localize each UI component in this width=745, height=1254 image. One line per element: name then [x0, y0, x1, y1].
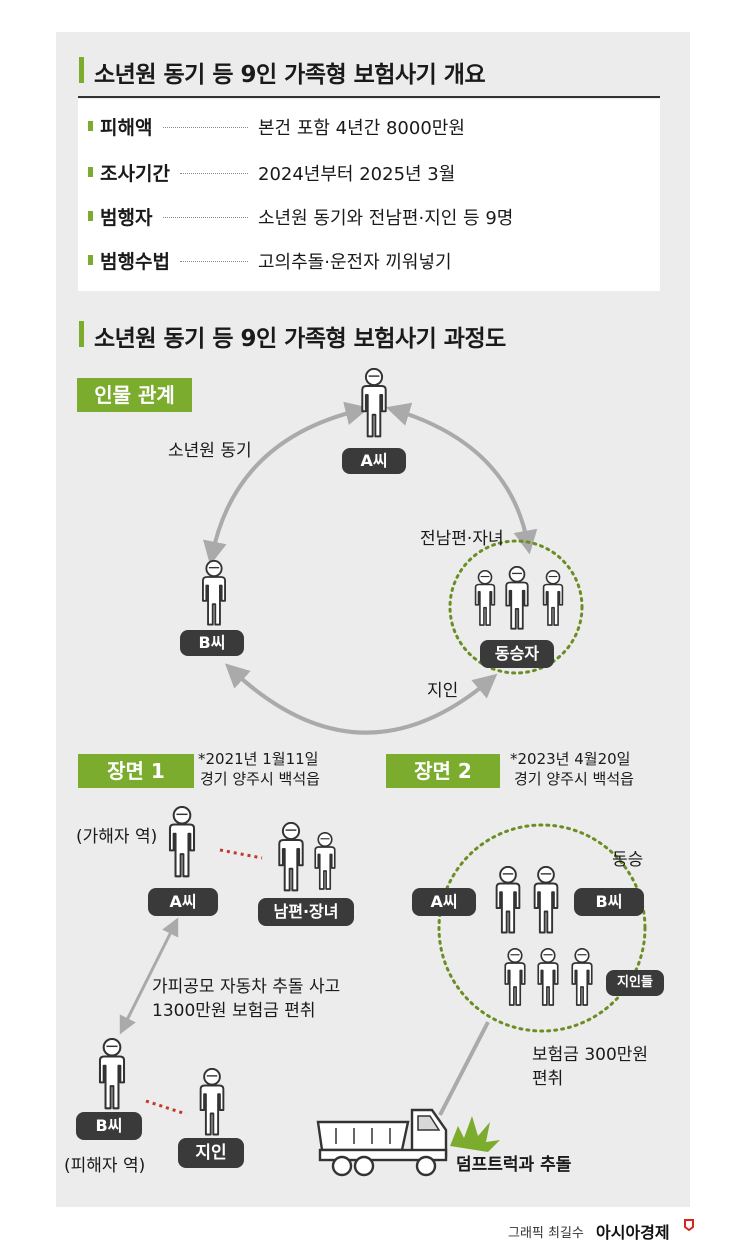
scene1-person-b-pill: B씨 [76, 1112, 142, 1140]
scene2-collision-line [438, 1021, 490, 1116]
scene1-dash-a-family [219, 848, 263, 860]
process-title-bar [79, 321, 84, 347]
scene1-figure-acquaintance [199, 1068, 225, 1136]
figure-passenger-1 [474, 570, 496, 626]
row-leader-dots [163, 127, 248, 128]
row-bullet [88, 121, 93, 131]
overview-row-period: 조사기간 2024년부터 2025년 3월 [78, 153, 660, 193]
relations-tag: 인물 관계 [77, 378, 192, 412]
relation-label-b-group: 지인 [427, 681, 459, 701]
overview-title: 소년원 동기 등 9인 가족형 보험사기 개요 [94, 62, 486, 88]
row-label: 조사기간 [100, 163, 170, 185]
scene1-figure-daughter [314, 832, 336, 890]
overview-row-damage: 피해액 본건 포함 4년간 8000만원 [78, 107, 660, 147]
scene1-role-b: (피해자 역) [64, 1156, 146, 1176]
scene1-figure-a [168, 806, 196, 878]
scene1-person-a-pill: A씨 [148, 888, 218, 916]
scene1-note-date: *2021년 1월11일 [198, 750, 319, 768]
row-leader-dots [163, 217, 248, 218]
overview-row-method: 범행수법 고의추돌·운전자 끼워넣기 [78, 241, 660, 281]
scene1-figure-b [98, 1038, 126, 1110]
figure-passenger-2 [505, 566, 529, 630]
scene1-acquaintance-pill: 지인 [178, 1138, 244, 1168]
scene2-circle [437, 823, 647, 1033]
scene1-family-pill: 남편·장녀 [258, 898, 354, 926]
brand-mark-icon [684, 1219, 694, 1231]
row-value: 소년원 동기와 전남편·지인 등 9명 [258, 208, 514, 229]
scene1-arrow-a-b [119, 917, 179, 1035]
scene2-note-place: 경기 양주시 백석읍 [514, 770, 634, 788]
row-bullet [88, 167, 93, 177]
scene2-tag: 장면 2 [386, 754, 500, 788]
scene2-person-b-pill: B씨 [574, 888, 644, 916]
overview-divider [78, 96, 660, 98]
dump-truck-icon [316, 1108, 448, 1177]
person-a-pill: A씨 [342, 448, 406, 474]
scene2-insurance-line1: 보험금 300만원 [532, 1045, 649, 1065]
scene2-note-date: *2023년 4월20일 [510, 750, 631, 768]
person-b-pill: B씨 [180, 630, 244, 656]
row-leader-dots [180, 261, 248, 262]
impact-burst-icon [450, 1116, 500, 1152]
graphic-credit: 그래픽 최길수 [508, 1226, 584, 1241]
scene2-collision-label: 덤프트럭과 추돌 [456, 1155, 572, 1175]
row-label: 범행수법 [100, 251, 170, 273]
scene1-accident-line2: 1300만원 보험금 편취 [152, 1001, 316, 1021]
overview-row-offenders: 범행자 소년원 동기와 전남편·지인 등 9명 [78, 197, 660, 237]
scene1-dash-b-acq [145, 1099, 187, 1116]
scene2-person-a-pill: A씨 [412, 888, 476, 916]
scene2-insurance-line2: 편취 [532, 1069, 564, 1089]
scene2-figure-1 [495, 866, 521, 934]
scene1-tag: 장면 1 [78, 754, 194, 788]
scene1-accident-line1: 가피공모 자동차 추돌 사고 [152, 977, 341, 997]
row-bullet [88, 211, 93, 221]
scene2-figure-4 [537, 948, 559, 1006]
row-label: 피해액 [100, 117, 153, 139]
passenger-circle [448, 539, 584, 675]
row-value: 고의추돌·운전자 끼워넣기 [258, 252, 452, 273]
arrow-b-to-group [224, 663, 498, 735]
row-label: 범행자 [100, 207, 153, 229]
scene1-role-a: (가해자 역) [76, 827, 158, 847]
row-value: 본건 포함 4년간 8000만원 [258, 118, 465, 139]
scene2-figure-2 [533, 866, 559, 934]
relation-label-ab: 소년원 동기 [168, 441, 252, 461]
overview-table: 피해액 본건 포함 4년간 8000만원 조사기간 2024년부터 2025년 … [78, 99, 660, 291]
process-title: 소년원 동기 등 9인 가족형 보험사기 과정도 [94, 326, 506, 352]
figure-b [201, 560, 227, 626]
scene2-figure-3 [504, 948, 526, 1006]
arrow-a-to-group [385, 402, 538, 555]
group-pill: 동승자 [480, 640, 554, 668]
row-leader-dots [180, 173, 248, 174]
figure-passenger-3 [542, 570, 564, 626]
row-value: 2024년부터 2025년 3월 [258, 164, 456, 185]
scene1-note-place: 경기 양주시 백석읍 [200, 770, 320, 788]
scene2-ride-label: 동승 [612, 850, 644, 870]
row-bullet [88, 255, 93, 265]
scene1-figure-husband [278, 822, 304, 892]
arrow-a-to-b [203, 401, 370, 566]
scene2-figure-5 [571, 948, 593, 1006]
brand-logo-text: 아시아경제 [596, 1223, 670, 1242]
scene2-acquaintances-pill: 지인들 [606, 970, 664, 996]
relation-label-a-group: 전남편·자녀 [420, 529, 504, 549]
overview-title-bar [79, 57, 84, 83]
figure-a [361, 368, 387, 438]
